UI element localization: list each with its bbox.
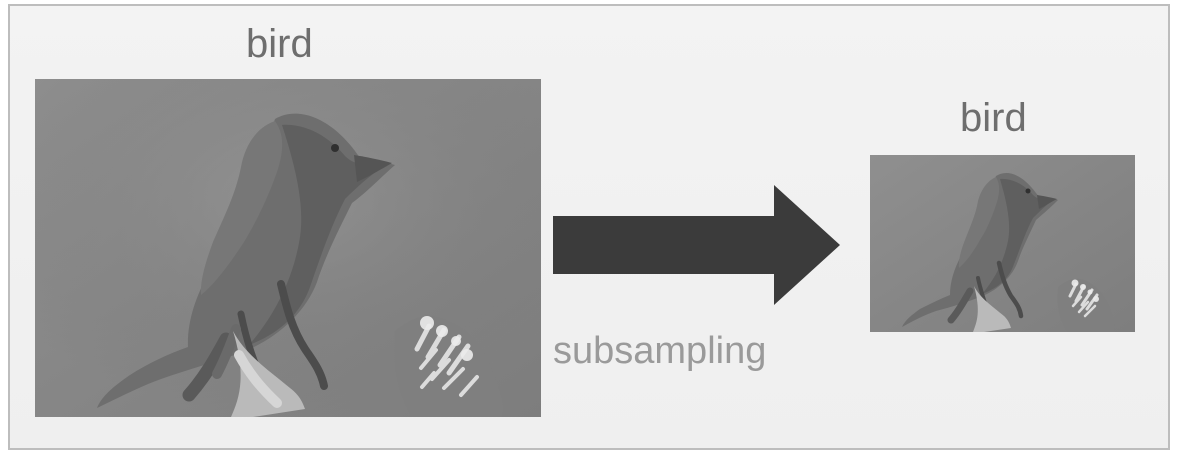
downsampled-image-label: bird: [960, 96, 1027, 140]
subsampling-arrow: [553, 185, 840, 305]
original-image-label: bird: [246, 22, 313, 66]
downsampled-bird-image: [870, 155, 1135, 332]
original-bird-image: [35, 79, 541, 417]
subsampling-label: subsampling: [553, 330, 767, 372]
